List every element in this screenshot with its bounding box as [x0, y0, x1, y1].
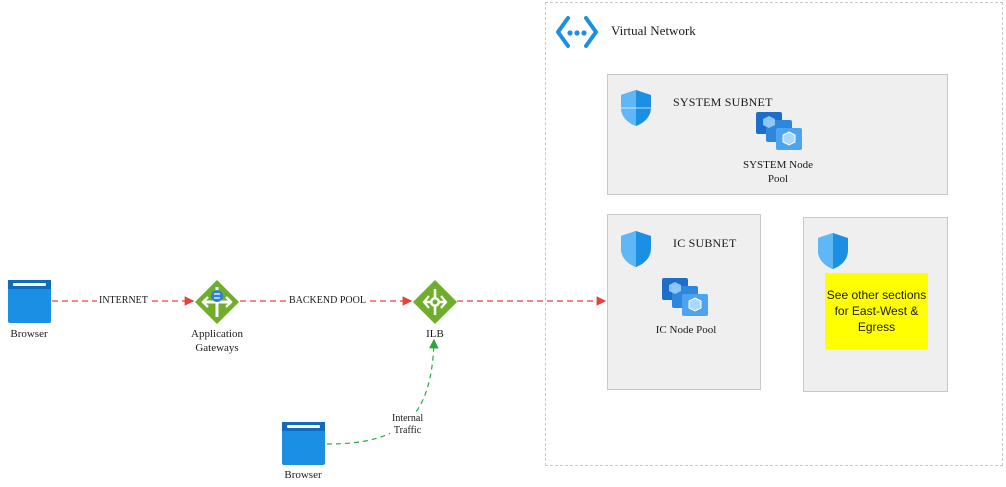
edge-label-backend-pool: BACKEND POOL — [287, 295, 368, 306]
browser-internal-label: Browser — [284, 469, 322, 481]
load-balancer-icon — [413, 280, 457, 324]
shield-icon — [818, 233, 848, 269]
shield-icon — [621, 231, 651, 267]
browser-icon — [282, 422, 325, 465]
system-subnet-title: SYSTEM SUBNET — [673, 95, 773, 109]
application-gateway-label: Application Gateways — [191, 328, 243, 354]
ilb-label: ILB — [426, 328, 444, 340]
note-text: See other sections for East-West & Egres… — [826, 288, 927, 334]
virtual-network-container — [545, 2, 1003, 466]
vnet-title: Virtual Network — [611, 23, 696, 38]
edge-label-internal-traffic: Internal Traffic — [390, 413, 426, 437]
browser-label: Browser — [10, 328, 48, 340]
note-other-sections: See other sections for East-West & Egres… — [825, 273, 928, 349]
virtual-network-icon — [556, 16, 598, 48]
system-node-pool-label: SYSTEM Node Pool — [743, 159, 813, 185]
application-gateway-icon — [195, 280, 239, 324]
shield-icon — [621, 90, 651, 126]
ic-node-pool-label: IC Node Pool — [655, 324, 717, 336]
browser-icon — [8, 280, 51, 323]
ic-subnet-title: IC SUBNET — [673, 236, 737, 250]
node-pool-icon — [662, 278, 708, 316]
edge-label-internet: INTERNET — [97, 295, 150, 306]
node-pool-icon — [756, 112, 802, 150]
